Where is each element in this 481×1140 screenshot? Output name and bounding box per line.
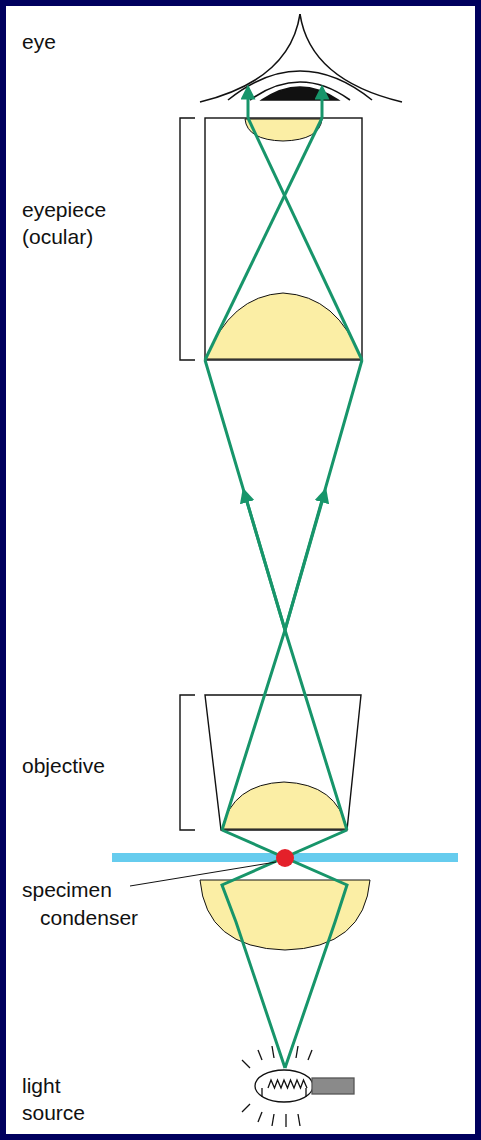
objective-label: objective [22, 752, 162, 779]
light-rays [205, 92, 362, 1068]
slide-ground [6, 6, 475, 1134]
specimen-dot [276, 849, 294, 867]
eyepiece-label: eyepiece (ocular) [22, 196, 122, 250]
eye-label: eye [22, 28, 142, 55]
light-bulb [242, 1046, 354, 1127]
condenser-label: condenser [40, 904, 180, 931]
specimen-leader [130, 862, 276, 886]
eyepiece-drawing [180, 118, 362, 360]
filament-coil [268, 1080, 307, 1088]
objective-drawing [180, 695, 361, 830]
light-source-label: light source [22, 1072, 102, 1126]
specimen-label: specimen [22, 876, 162, 903]
eye-drawing [200, 14, 402, 102]
